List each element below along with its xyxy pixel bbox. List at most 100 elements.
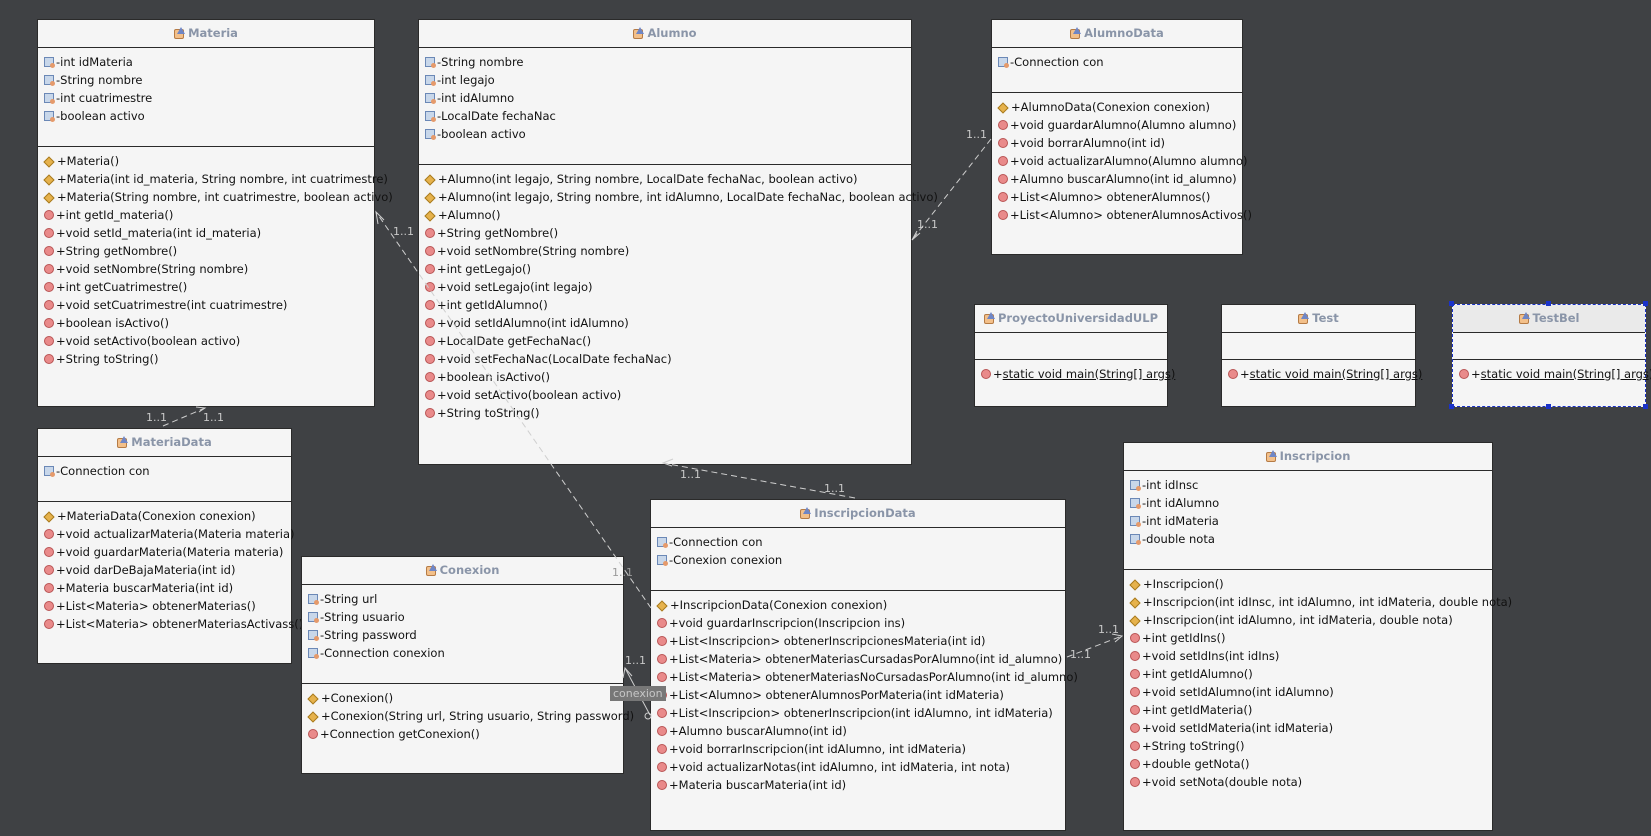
method-row[interactable]: +int getIdIns() (1124, 629, 1492, 647)
method-row[interactable]: +void actualizarMateria(Materia materia) (38, 525, 295, 543)
method-row[interactable]: +int getCuatrimestre() (38, 278, 374, 296)
method-row[interactable]: +void setNota(double nota) (1124, 773, 1492, 791)
method-row[interactable]: +void actualizarAlumno(Alumno alumno) (992, 152, 1248, 170)
field-row[interactable]: -boolean activo (419, 125, 911, 143)
class-testbel[interactable]: TestBel+static void main(String[] args) (1452, 304, 1651, 407)
method-row[interactable]: +void borrarAlumno(int id) (992, 134, 1242, 152)
method-row[interactable]: +List<Materia> obtenerMaterias() (38, 597, 291, 615)
method-row[interactable]: +void setLegajo(int legajo) (419, 278, 911, 296)
field-row[interactable]: -String usuario (302, 608, 623, 626)
selection-handle[interactable] (1546, 301, 1551, 306)
constructor-row[interactable]: +Alumno(int legajo, String nombre, Local… (419, 170, 911, 188)
method-row[interactable]: +void setId_materia(int id_materia) (38, 224, 374, 242)
method-row[interactable]: +void setIdIns(int idIns) (1124, 647, 1492, 665)
field-row[interactable]: -boolean activo (38, 107, 374, 125)
constructor-row[interactable]: +Inscripcion(int idInsc, int idAlumno, i… (1124, 593, 1512, 611)
method-row[interactable]: +static void main(String[] args) (1222, 365, 1422, 383)
method-row[interactable]: +void actualizarNotas(int idAlumno, int … (651, 758, 1065, 776)
class-proyectouniversidadulp[interactable]: ProyectoUniversidadULP +static void main(… (974, 304, 1175, 407)
selection-handle[interactable] (1643, 404, 1648, 409)
class-header[interactable]: Inscripcion (1124, 443, 1492, 471)
method-row[interactable]: +double getNota() (1124, 755, 1492, 773)
field-row[interactable]: -Connection con (651, 533, 1065, 551)
method-row[interactable]: +void setNombre(String nombre) (419, 242, 911, 260)
class-materiadata[interactable]: MateriaData -Connection con +MateriaData(C… (37, 428, 303, 664)
method-row[interactable]: +void setActivo(boolean activo) (419, 386, 911, 404)
field-row[interactable]: -int idMateria (1124, 512, 1492, 530)
field-row[interactable]: -int idMateria (38, 53, 374, 71)
field-row[interactable]: -int idAlumno (1124, 494, 1492, 512)
field-row[interactable]: -String nombre (38, 71, 374, 89)
constructor-row[interactable]: +Inscripcion(int idAlumno, int idMateria… (1124, 611, 1492, 629)
field-row[interactable]: -int idInsc (1124, 476, 1492, 494)
field-row[interactable]: -Connection con (38, 462, 291, 480)
class-alumno[interactable]: Alumno -String nombre-int legajo-int idAl… (418, 19, 938, 465)
field-row[interactable]: -String url (302, 590, 623, 608)
field-row[interactable]: -Conexion conexion (651, 551, 1065, 569)
constructor-row[interactable]: +Alumno(int legajo, String nombre, int i… (419, 188, 938, 206)
constructor-row[interactable]: +Inscripcion() (1124, 575, 1492, 593)
field-row[interactable]: -int cuatrimestre (38, 89, 374, 107)
constructor-row[interactable]: +Alumno() (419, 206, 911, 224)
method-row[interactable]: +String toString() (419, 404, 911, 422)
method-row[interactable]: +void guardarMateria(Materia materia) (38, 543, 291, 561)
class-header[interactable]: ProyectoUniversidadULP (975, 305, 1167, 333)
method-row[interactable]: +String getNombre() (38, 242, 374, 260)
method-row[interactable]: +void setFechaNac(LocalDate fechaNac) (419, 350, 911, 368)
field-row[interactable]: -String nombre (419, 53, 911, 71)
constructor-row[interactable]: +Materia() (38, 152, 374, 170)
method-row[interactable]: +void setIdAlumno(int idAlumno) (1124, 683, 1492, 701)
method-row[interactable]: +static void main(String[] args) (1453, 365, 1651, 383)
method-row[interactable]: +List<Inscripcion> obtenerInscripcionesM… (651, 632, 1065, 650)
selection-handle[interactable] (1449, 301, 1454, 306)
method-row[interactable]: +LocalDate getFechaNac() (419, 332, 911, 350)
method-row[interactable]: +void darDeBajaMateria(int id) (38, 561, 291, 579)
method-row[interactable]: +int getIdMateria() (1124, 701, 1492, 719)
method-row[interactable]: +void guardarAlumno(Alumno alumno) (992, 116, 1242, 134)
field-row[interactable]: -String password (302, 626, 623, 644)
method-row[interactable]: +List<Materia> obtenerMateriasCursadasPo… (651, 650, 1065, 668)
field-row[interactable]: -int legajo (419, 71, 911, 89)
class-header[interactable]: Test (1222, 305, 1415, 333)
selection-handle[interactable] (1546, 404, 1551, 409)
method-row[interactable]: +List<Alumno> obtenerAlumnosPorMateria(i… (651, 686, 1065, 704)
constructor-row[interactable]: +Conexion() (302, 689, 623, 707)
field-row[interactable]: -double nota (1124, 530, 1492, 548)
selection-handle[interactable] (1643, 301, 1648, 306)
class-inscripcion[interactable]: Inscripcion -int idInsc-int idAlumno-int … (1123, 442, 1512, 831)
class-test[interactable]: Test +static void main(String[] args) (1221, 304, 1422, 407)
field-row[interactable]: -Connection con (992, 53, 1242, 71)
class-materia[interactable]: Materia -int idMateria-String nombre-int … (37, 19, 393, 407)
method-row[interactable]: +int getId_materia() (38, 206, 374, 224)
method-row[interactable]: +Alumno buscarAlumno(int id) (651, 722, 1065, 740)
method-row[interactable]: +String toString() (1124, 737, 1492, 755)
method-row[interactable]: +boolean isActivo() (38, 314, 374, 332)
field-row[interactable]: -int idAlumno (419, 89, 911, 107)
class-inscripciondata[interactable]: InscripcionData-Connection con-Conexion … (650, 499, 1078, 831)
method-row[interactable]: +List<Alumno> obtenerAlumnosActivos() (992, 206, 1252, 224)
class-header[interactable]: Alumno (419, 20, 911, 48)
method-row[interactable]: +void setCuatrimestre(int cuatrimestre) (38, 296, 374, 314)
method-row[interactable]: +List<Materia> obtenerMateriasActivass() (38, 615, 303, 633)
constructor-row[interactable]: +InscripcionData(Conexion conexion) (651, 596, 1065, 614)
method-row[interactable]: +String toString() (38, 350, 374, 368)
class-header[interactable]: MateriaData (38, 429, 291, 457)
field-row[interactable]: -LocalDate fechaNac (419, 107, 911, 125)
class-alumnodata[interactable]: AlumnoData-Connection con+AlumnoData(Con… (991, 19, 1252, 255)
selection-handle[interactable] (1449, 404, 1454, 409)
method-row[interactable]: +List<Alumno> obtenerAlumnos() (992, 188, 1242, 206)
method-row[interactable]: +static void main(String[] args) (975, 365, 1175, 383)
method-row[interactable]: +List<Inscripcion> obtenerInscripcion(in… (651, 704, 1065, 722)
method-row[interactable]: +void setIdAlumno(int idAlumno) (419, 314, 911, 332)
method-row[interactable]: +boolean isActivo() (419, 368, 911, 386)
class-conexion[interactable]: Conexion-String url-String usuario-Strin… (301, 556, 634, 774)
method-row[interactable]: +Connection getConexion() (302, 725, 623, 743)
field-row[interactable]: -Connection conexion (302, 644, 623, 662)
class-header[interactable]: Materia (38, 20, 374, 48)
class-header[interactable]: AlumnoData (992, 20, 1242, 48)
constructor-row[interactable]: +MateriaData(Conexion conexion) (38, 507, 291, 525)
method-row[interactable]: +void setNombre(String nombre) (38, 260, 374, 278)
method-row[interactable]: +Alumno buscarAlumno(int id_alumno) (992, 170, 1242, 188)
method-row[interactable]: +void borrarInscripcion(int idAlumno, in… (651, 740, 1065, 758)
method-row[interactable]: +int getIdAlumno() (419, 296, 911, 314)
